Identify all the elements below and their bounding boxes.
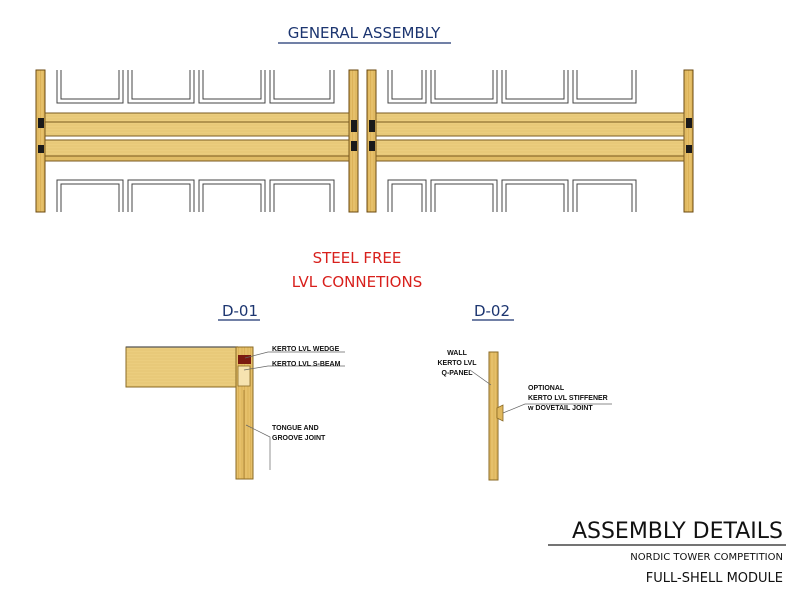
note-kerto-sbeam: KERTO LVL S-BEAM — [272, 361, 341, 368]
note-optional-line2: KERTO LVL STIFFENER — [528, 395, 608, 402]
note-wall-line3: Q-PANEL — [442, 370, 474, 377]
general-assembly-section — [35, 69, 694, 213]
kerto-wedge-shape — [238, 355, 251, 364]
detail-d02-drawing — [469, 351, 612, 481]
detail-d02-label: D-02 — [474, 302, 510, 320]
note-tongue-line1: TONGUE AND — [272, 425, 319, 432]
note-optional-line1: OPTIONAL — [528, 385, 565, 392]
title-block: ASSEMBLY DETAILS NORDIC TOWER COMPETITIO… — [548, 519, 786, 586]
detail-d01-drawing — [125, 346, 345, 480]
detail-d01-label: D-01 — [222, 302, 258, 320]
general-assembly-heading: GENERAL ASSEMBLY — [288, 24, 441, 42]
lvl-connections-heading: LVL CONNETIONS — [292, 273, 422, 291]
note-tongue-line2: GROOVE JOINT — [272, 435, 326, 442]
title-competition: NORDIC TOWER COMPETITION — [630, 552, 783, 563]
dovetail-stiffener-shape — [496, 404, 504, 422]
note-kerto-wedge: KERTO LVL WEDGE — [272, 346, 340, 353]
steel-free-heading: STEEL FREE — [313, 249, 402, 267]
title-module: FULL-SHELL MODULE — [646, 571, 783, 586]
title-assembly-details: ASSEMBLY DETAILS — [572, 519, 783, 544]
note-wall-line1: WALL — [447, 350, 468, 357]
note-wall-line2: KERTO LVL — [437, 360, 477, 367]
note-optional-line3: w DOVETAIL JOINT — [527, 405, 593, 412]
